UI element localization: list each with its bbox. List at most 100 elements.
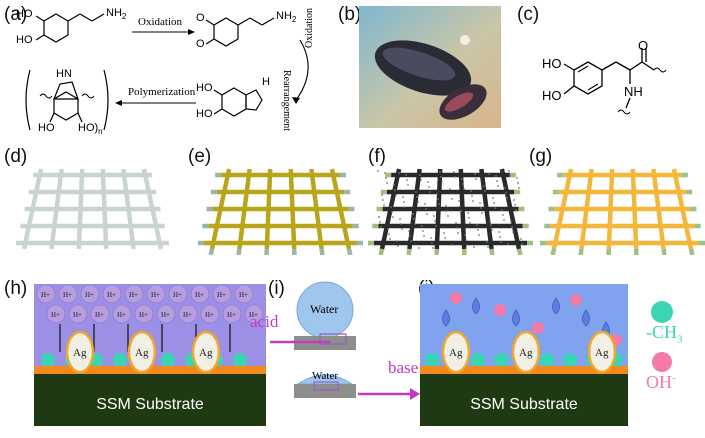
mesh-particle <box>503 219 505 221</box>
base-label: base <box>388 358 419 377</box>
ch3-group <box>233 353 247 367</box>
mesh-strand-vertical <box>651 168 666 250</box>
mesh-particle <box>510 221 512 223</box>
oxidation-label: Oxidation <box>138 16 182 28</box>
mesh-particle <box>403 201 405 203</box>
panel-label-g: (g) <box>529 146 553 167</box>
proton-label: H+ <box>249 311 258 319</box>
legend-ch3-label: -CH3 <box>646 322 683 346</box>
oxidation2-label: Oxidation <box>304 8 315 48</box>
mesh-particle <box>421 225 423 227</box>
proton-ion <box>146 284 166 304</box>
ssm-label-h: SSM Substrate <box>96 396 204 413</box>
mesh-strand-vertical <box>121 168 136 250</box>
mesh-particle <box>476 224 478 226</box>
mesh-particle <box>399 218 401 220</box>
mesh-particle <box>480 207 482 209</box>
mesh-strand-vertical <box>671 168 694 250</box>
mesh-particle <box>452 244 454 246</box>
mesh-particle <box>388 233 390 235</box>
dopamine-oxidation-scheme <box>25 13 309 131</box>
mesh-strand-tip <box>319 248 325 255</box>
catechol-ring <box>573 61 603 95</box>
mesh-particle <box>381 194 383 196</box>
mesh-particle <box>517 182 519 184</box>
panel-label-d: (d) <box>4 146 28 167</box>
mesh-particle <box>409 235 411 237</box>
proton-ion <box>178 304 198 324</box>
mesh-particle <box>384 172 386 174</box>
mesh-particle <box>416 196 418 198</box>
mesh-strand-tip <box>578 248 584 255</box>
mesh-particle <box>456 227 458 229</box>
mesh-strand-vertical <box>264 168 273 250</box>
legend-oh-label: OH- <box>646 372 676 392</box>
mesh-particle <box>379 221 381 223</box>
ch3-group <box>471 353 485 367</box>
mesh-particle <box>385 177 387 179</box>
quinone-o-bottom: O <box>196 38 205 50</box>
mesh-particle <box>516 177 518 179</box>
silver-particle <box>587 330 617 374</box>
proton-label: H+ <box>239 291 248 299</box>
catechol-o: O <box>638 38 649 53</box>
mesh-particle <box>450 193 452 195</box>
mesh-particle <box>515 209 517 211</box>
silver-particle <box>65 330 95 374</box>
mesh-particle <box>477 229 479 231</box>
mesh-strand-vertical <box>309 168 324 250</box>
wetting-schematic <box>270 281 420 400</box>
mesh-particle <box>484 190 486 192</box>
mesh-particle <box>492 197 494 199</box>
polymerization-label: Polymerization <box>128 86 196 98</box>
mesh-particle <box>439 171 441 173</box>
mesh-particle <box>386 182 388 184</box>
mesh-particle <box>475 178 477 180</box>
mesh-strand-vertical <box>237 168 252 250</box>
legend-markers <box>651 301 673 372</box>
mesh-particle <box>417 201 419 203</box>
proton-ion <box>156 304 176 324</box>
water-label-top: Water <box>310 302 339 316</box>
mesh-particle <box>518 187 520 189</box>
mesh-particle <box>521 243 523 245</box>
hydroxide-ion <box>532 322 544 334</box>
mesh-particle <box>511 226 513 228</box>
mesh-strand-vertical <box>458 168 467 250</box>
mesh-particle <box>394 189 396 191</box>
mesh-particle <box>420 179 422 181</box>
mesh-particle <box>393 184 395 186</box>
mesh-particle <box>431 242 433 244</box>
pda-ring <box>53 91 79 121</box>
pda-ho-left: HO <box>38 122 55 134</box>
proton-label: H+ <box>227 311 236 319</box>
mesh-strand-vertical <box>606 168 615 250</box>
indole-ring <box>221 87 247 117</box>
mesh-particle <box>509 175 511 177</box>
mesh-particle <box>441 181 443 183</box>
silver-label: Ag <box>519 347 533 359</box>
proton-label: H+ <box>183 311 192 319</box>
mesh-particle <box>446 210 448 212</box>
mesh-particle <box>455 222 457 224</box>
mesh-particle <box>401 228 403 230</box>
mesh-particle <box>498 231 500 233</box>
catechol-nh: NH <box>624 84 643 99</box>
panel-label-i: (i) <box>268 278 285 299</box>
mesh-particle <box>382 199 384 201</box>
mesh-particle <box>493 202 495 204</box>
rearrangement-label: Rearrangement <box>281 70 292 132</box>
mesh-particle <box>438 203 440 205</box>
mesh-particle <box>478 234 480 236</box>
proton-label: H+ <box>95 311 104 319</box>
mesh-strand-vertical <box>100 168 109 250</box>
mesh-particle <box>390 206 392 208</box>
mesh-particle <box>387 228 389 230</box>
proton-ion <box>36 284 56 304</box>
mesh-strand-vertical <box>49 168 64 250</box>
panel-label-b: (b) <box>338 4 362 25</box>
mesh-strand-tip <box>406 248 412 255</box>
mesh-strand-vertical <box>479 168 494 250</box>
